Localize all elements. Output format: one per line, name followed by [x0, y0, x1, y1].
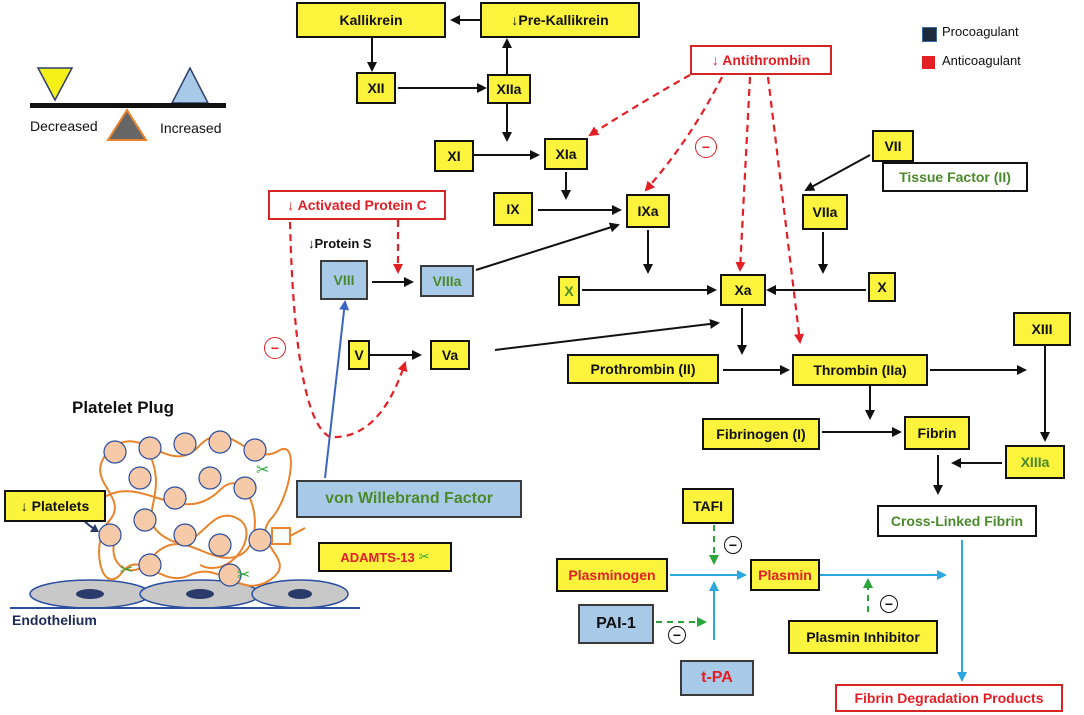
factor-xiiia-box: XIIIa: [1005, 445, 1065, 479]
pai-1-box: PAI-1: [578, 604, 654, 644]
kallikrein-box: Kallikrein: [296, 2, 446, 38]
t-pa-box: t-PA: [680, 660, 754, 696]
factor-viii-box: VIII: [320, 260, 368, 300]
factor-xia-box: XIa: [544, 138, 588, 170]
fibrinolysis-arrows: [670, 540, 967, 682]
platelet-plug-label: Platelet Plug: [72, 398, 175, 417]
fibrinogen-box: Fibrinogen (I): [702, 418, 820, 450]
antithrombin-inhibition-symbol: −: [695, 136, 717, 158]
endothelium-label: Endothelium: [12, 612, 97, 628]
tissue-factor-box: Tissue Factor (II): [882, 162, 1028, 192]
factor-viiia-box: VIIIa: [420, 265, 474, 297]
protein-c-inhibition-symbol: −: [264, 337, 286, 359]
scissors-icon: ✂: [120, 562, 134, 579]
factor-xiii-box: XIII: [1013, 312, 1071, 346]
antithrombin-box: ↓ Antithrombin: [690, 45, 832, 75]
factor-v-box: V: [348, 340, 370, 370]
adamts-13-box: ADAMTS-13 ✂: [318, 542, 452, 572]
vwf-to-viii-arrow: [324, 300, 350, 479]
plasminogen-box: Plasminogen: [556, 558, 668, 592]
pre-kallikrein-box: ↓Pre-Kallikrein: [480, 2, 640, 38]
procoagulant-legend-label: Procoagulant: [942, 24, 1019, 39]
scissors-icon: ✂: [237, 567, 251, 584]
protein-s-label: ↓Protein S: [308, 236, 372, 251]
factor-vii-box: VII: [872, 130, 914, 162]
factor-viia-box: VIIa: [802, 194, 848, 230]
green-inhibition-arrows: [656, 525, 873, 627]
factor-x-left-box: X: [558, 276, 580, 306]
prothrombin-box: Prothrombin (II): [567, 354, 719, 384]
anticoagulant-arrows: [288, 74, 805, 439]
plasmin-inhibitor-box: Plasmin Inhibitor: [788, 620, 938, 654]
thrombin-box: Thrombin (IIa): [792, 354, 928, 386]
fibrin-box: Fibrin: [904, 416, 970, 450]
scissors-icon: ✂: [418, 549, 430, 564]
procoagulant-legend-swatch: [922, 27, 937, 42]
factor-xiia-box: XIIa: [487, 74, 531, 104]
anticoagulant-legend-label: Anticoagulant: [942, 53, 1021, 68]
procoagulant-arrows: [367, 15, 1050, 495]
anticoagulant-legend-swatch: [922, 56, 935, 69]
balance-scale-icon: [30, 66, 226, 141]
tafi-box: TAFI: [682, 488, 734, 524]
increased-label: Increased: [160, 120, 222, 136]
factor-ix-box: IX: [493, 192, 533, 226]
activated-protein-c-box: ↓ Activated Protein C: [268, 190, 446, 220]
factor-xii-box: XII: [356, 72, 396, 104]
factor-xa-box: Xa: [720, 274, 766, 306]
plasmin-box: Plasmin: [750, 559, 820, 591]
scissors-icon: ✂: [256, 462, 270, 479]
factor-ixa-box: IXa: [626, 194, 670, 228]
platelet-plug-illustration: [10, 430, 360, 609]
platelets-box: ↓ Platelets: [4, 490, 106, 522]
pai-1-inhibition-symbol: −: [668, 626, 686, 644]
von-willebrand-factor-box: von Willebrand Factor: [296, 480, 522, 518]
decreased-label: Decreased: [30, 118, 98, 134]
adamts-13-label: ADAMTS-13: [340, 549, 415, 565]
cross-linked-fibrin-box: Cross-Linked Fibrin: [877, 505, 1037, 537]
factor-x-right-box: X: [868, 272, 896, 302]
fibrin-degradation-products-box: Fibrin Degradation Products: [835, 684, 1063, 712]
factor-xi-box: XI: [434, 140, 474, 172]
tafi-inhibition-symbol: −: [724, 536, 742, 554]
plasmin-inhibitor-inhibition-symbol: −: [880, 595, 898, 613]
factor-va-box: Va: [430, 340, 470, 370]
